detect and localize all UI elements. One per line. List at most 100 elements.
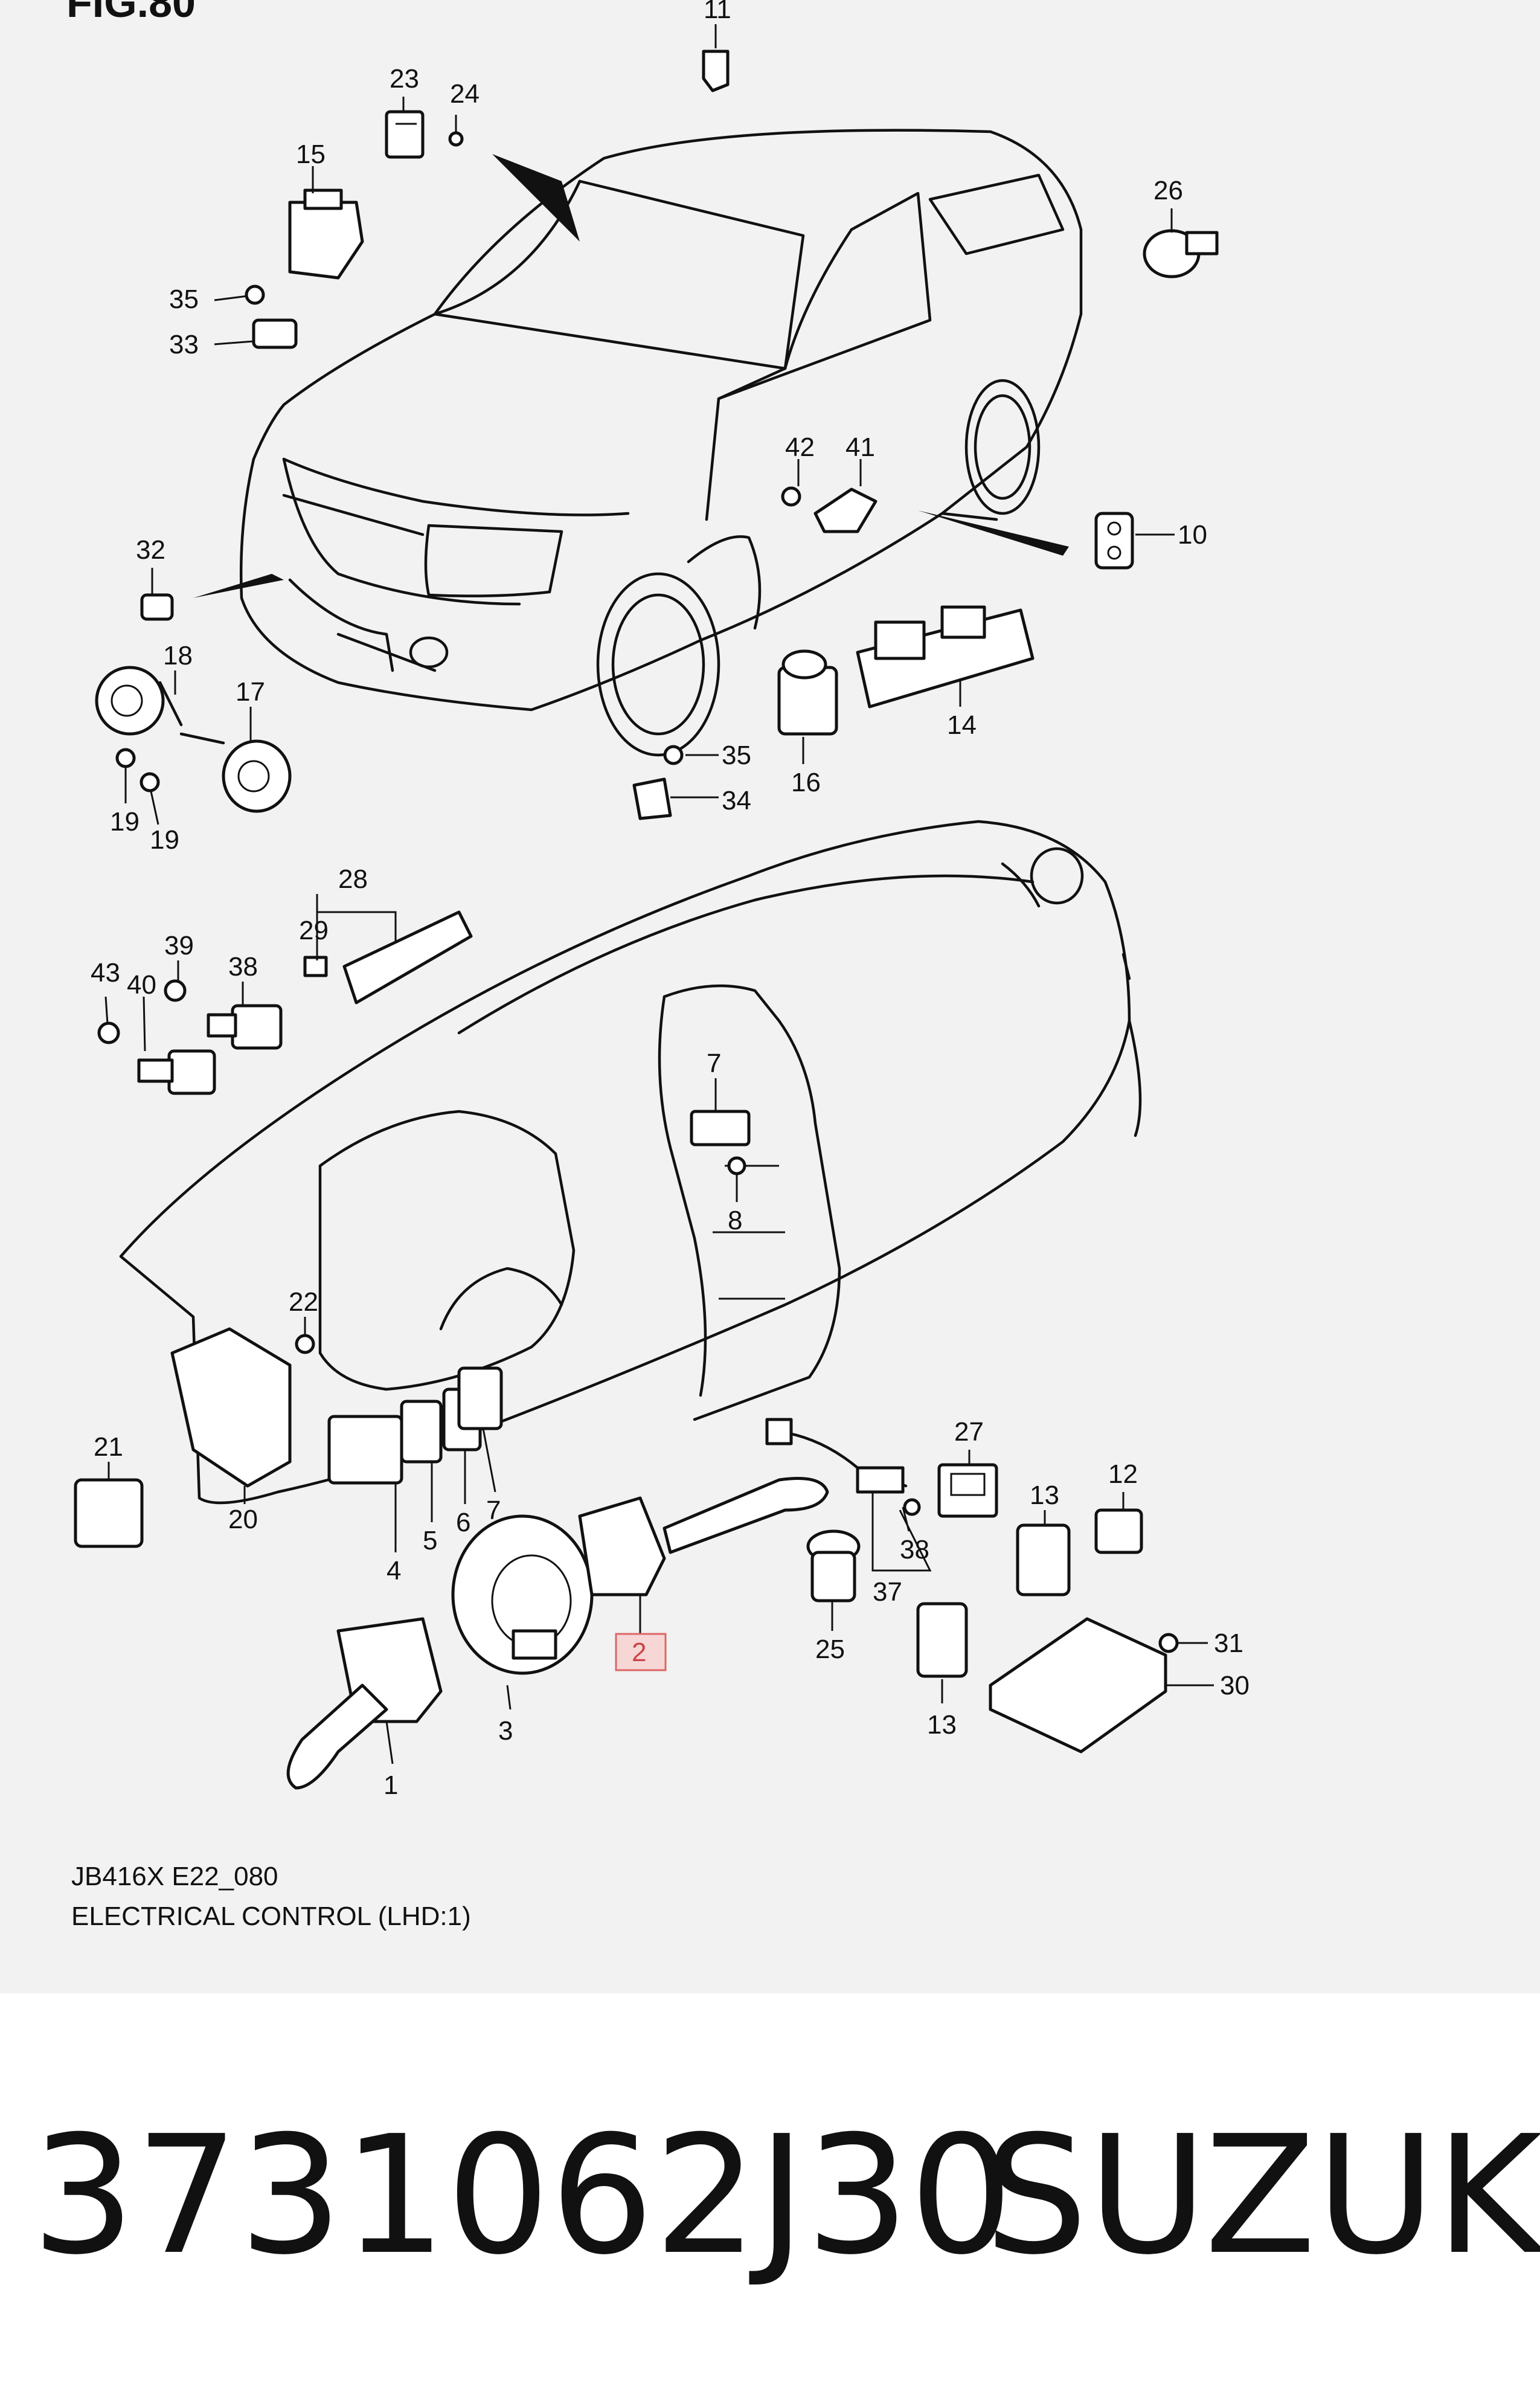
- diagram-title: ELECTRICAL CONTROL (LHD:1): [71, 1902, 471, 1931]
- callout-19-a: 19: [110, 807, 140, 837]
- part-35-bolt-mid: [663, 745, 684, 765]
- part-27-switch: [937, 1463, 998, 1518]
- part-10-switch: [1094, 512, 1134, 570]
- callout-13-lower: 13: [927, 1710, 957, 1740]
- callout-26: 26: [1153, 176, 1183, 205]
- parts-diagram: 11 23 24 15 35 33 26 42 41 10 32 18 17 1…: [74, 0, 1250, 1800]
- part-22-screw: [295, 1334, 315, 1354]
- callout-22: 22: [289, 1287, 318, 1317]
- callout-35-top: 35: [169, 285, 199, 314]
- part-18-horn: [95, 666, 183, 736]
- callout-31: 30: [1220, 1671, 1250, 1700]
- part-39-screw: [781, 486, 801, 507]
- callout-15: 15: [296, 140, 326, 169]
- callout-3: 3: [498, 1716, 513, 1746]
- part-15-switch: [288, 188, 364, 280]
- diagram-panel: FIG.80: [0, 0, 1540, 1993]
- part-11-clip: [702, 50, 730, 92]
- callout-34: 34: [722, 786, 751, 815]
- part-5-switch: [400, 1400, 443, 1464]
- part-37-connector: [903, 1498, 921, 1516]
- part-7-switch: [457, 1366, 503, 1430]
- callout-39: 42: [785, 432, 815, 462]
- callout-8: 7: [707, 1049, 721, 1078]
- part-2-wiper-switch: [578, 1477, 829, 1596]
- part-34-sensor: [632, 777, 672, 820]
- part-29-clip: [303, 956, 328, 977]
- callout-41: 39: [164, 931, 194, 960]
- part-8-sensor: [690, 1110, 751, 1146]
- callout-11: 11: [704, 0, 731, 24]
- part-32-bolt: [1158, 1633, 1179, 1653]
- part-number: 3731062J30: [31, 2100, 1013, 2291]
- callout-20: 21: [94, 1432, 123, 1462]
- part-12-switch: [1094, 1508, 1143, 1554]
- callout-19-b: 19: [150, 825, 179, 855]
- part-40-switch: [207, 1004, 283, 1050]
- callout-38: 41: [845, 432, 875, 462]
- part-17-horn: [179, 732, 292, 813]
- callout-18: 18: [163, 641, 193, 670]
- callout-4: 4: [387, 1556, 401, 1586]
- part-13-switch-lower: [916, 1602, 968, 1678]
- callout-29: 29: [299, 916, 329, 945]
- callout-27: 27: [954, 1417, 984, 1447]
- callout-23: 23: [390, 64, 419, 94]
- part-25-ignition: [806, 1529, 861, 1603]
- callout-43: 43: [91, 958, 120, 988]
- part-16-switch: [777, 649, 838, 736]
- vehicle-outline: [193, 129, 1083, 757]
- part-41-nut: [164, 979, 187, 1002]
- callout-1: 1: [383, 1770, 398, 1800]
- callout-37: 38: [900, 1535, 929, 1564]
- part-19-bolts: [115, 748, 160, 793]
- callout-40: 38: [228, 952, 258, 982]
- part-24-screw: [448, 131, 464, 147]
- callout-2-highlighted: 2: [632, 1638, 646, 1667]
- part-1-combination-switch: [286, 1617, 443, 1790]
- callout-16: 16: [791, 768, 821, 797]
- callout-33: 33: [169, 330, 199, 359]
- highlight-box: [615, 1633, 667, 1671]
- part-28-controller: [342, 910, 473, 1005]
- part-21-bracket: [170, 1327, 292, 1488]
- callouts: 11 23 24 15 35 33 26 42 41 10 32 18 17 1…: [91, 0, 1250, 1800]
- brand-name: SUZUKI: [984, 2100, 1540, 2291]
- figure-title: FIG.80: [66, 0, 196, 26]
- part-26-sensor: [1143, 229, 1219, 278]
- part-4-switch: [327, 1415, 403, 1485]
- callout-10: 10: [1178, 520, 1207, 550]
- callout-17: 17: [236, 677, 265, 707]
- part-38-sensor: [813, 487, 877, 533]
- callout-32: 31: [1214, 1628, 1243, 1658]
- part-42-switch: [137, 1049, 216, 1095]
- callout-14: 14: [947, 710, 977, 740]
- callout-9: 8: [728, 1206, 742, 1235]
- callout-30: 32: [136, 535, 165, 565]
- callout-35-mid: 35: [722, 741, 751, 770]
- part-23-switch: [385, 110, 425, 159]
- diagram-reference-code: JB416X E22_080: [71, 1862, 278, 1891]
- part-20-relay: [74, 1478, 144, 1548]
- callout-21: 20: [228, 1505, 258, 1534]
- callout-28: 28: [338, 864, 368, 894]
- callout-12: 12: [1108, 1459, 1138, 1489]
- leader-lines: [104, 24, 1214, 1764]
- callout-25: 25: [815, 1635, 845, 1664]
- callout-6: 6: [456, 1508, 470, 1537]
- part-36-harness: [765, 1418, 908, 1494]
- part-3-clock-spring: [451, 1514, 594, 1675]
- part-30-switch: [140, 593, 174, 621]
- part-9-screw: [727, 1156, 746, 1175]
- callout-36: 37: [873, 1577, 902, 1607]
- part-13-switch-upper: [1016, 1523, 1071, 1596]
- part-31-airbag-module: [989, 1617, 1167, 1754]
- part-14-switch: [856, 605, 1035, 709]
- callout-13-upper: 13: [1030, 1481, 1059, 1510]
- part-33-sensor: [252, 318, 298, 349]
- part-43-nut: [97, 1021, 120, 1044]
- callout-7: 7: [486, 1496, 501, 1525]
- callout-42: 40: [127, 970, 156, 1000]
- part-35-bolt-top: [245, 285, 265, 305]
- callout-24: 24: [450, 79, 480, 109]
